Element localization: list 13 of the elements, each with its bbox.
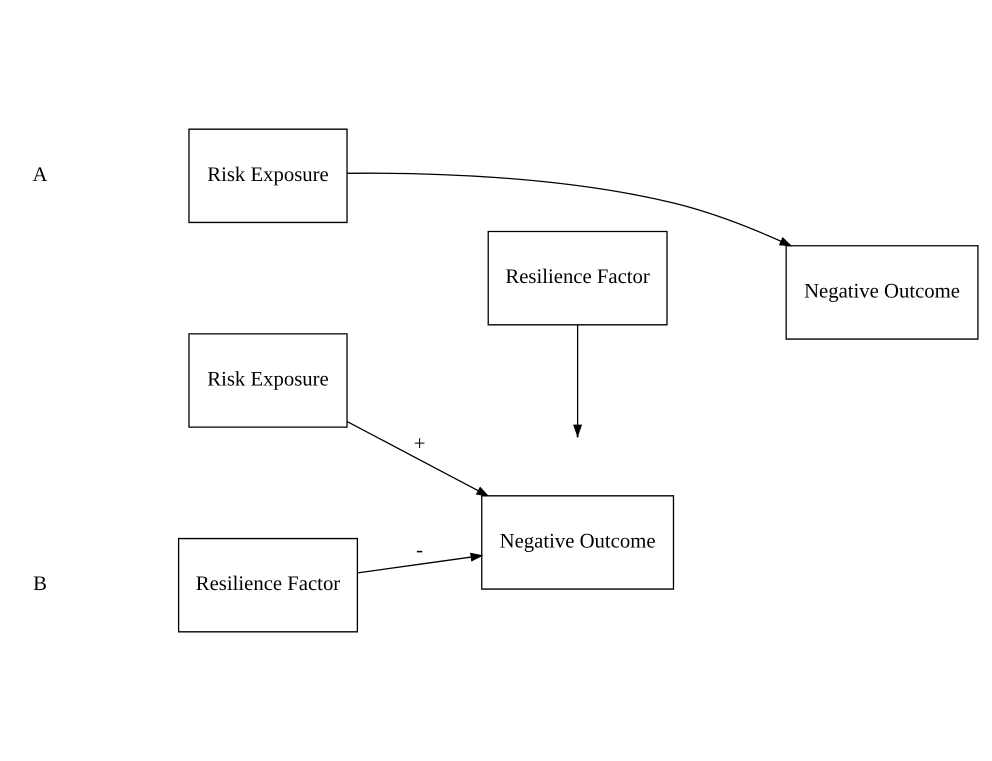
label: A (32, 164, 48, 186)
arrow (346, 421, 490, 497)
node-box: Resilience Factor (488, 230, 668, 326)
node-box: Negative Outcome (786, 245, 979, 340)
arrow (347, 172, 792, 246)
label: B (33, 573, 47, 596)
arrow (358, 552, 484, 574)
node-box: Negative Outcome (481, 495, 674, 590)
node-box: Risk Exposure (188, 333, 348, 428)
node-box: Risk Exposure (188, 128, 348, 224)
edge-label: - (416, 539, 424, 562)
edge-label: + (414, 433, 426, 456)
node-box: Resilience Factor (178, 538, 358, 632)
